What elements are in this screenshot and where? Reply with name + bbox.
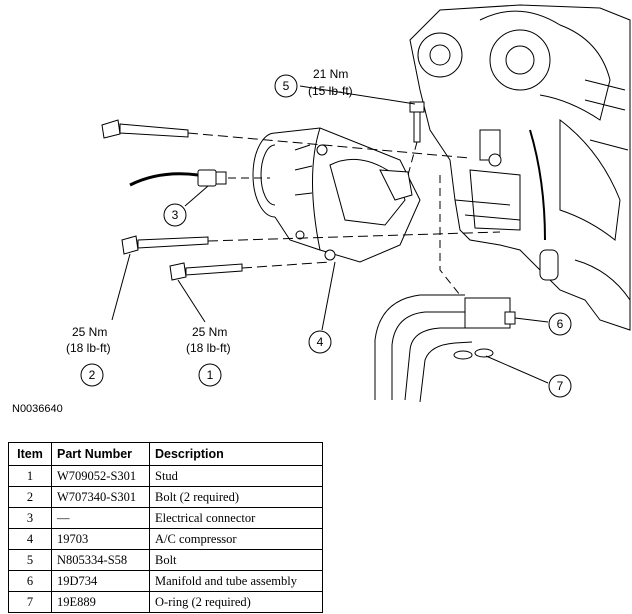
callout-5-number: 5 <box>283 79 290 93</box>
callout-6-number: 6 <box>557 317 564 331</box>
bolt-5-illustration <box>407 101 425 176</box>
callout-5: 5 21 Nm (15 lb-ft) <box>274 67 353 98</box>
cell-part-number: 19703 <box>51 528 150 550</box>
compressor-diagram: 5 21 Nm (15 lb-ft) 3 25 Nm (18 lb-ft) 2 … <box>66 4 631 403</box>
table-row: 6 19D734 Manifold and tube assembly <box>8 570 323 592</box>
cell-item: 5 <box>8 549 52 571</box>
cell-description: O-ring (2 required) <box>149 591 323 613</box>
table-row: 1 W709052-S301 Stud <box>8 465 323 487</box>
callout-1-torque-nm: 25 Nm <box>192 325 227 339</box>
table-row: 3 — Electrical connector <box>8 507 323 529</box>
callout-2-torque-nm: 25 Nm <box>72 325 107 339</box>
table-header-row: Item Part Number Description <box>8 442 323 466</box>
electrical-connector-illustration <box>129 169 270 187</box>
header-item: Item <box>8 442 52 466</box>
table-row: 7 19E889 O-ring (2 required) <box>8 591 323 613</box>
callout-4: 4 <box>308 330 332 354</box>
cell-description: Electrical connector <box>149 507 323 529</box>
stud-illustration <box>169 261 331 281</box>
callout-4-number: 4 <box>317 335 324 349</box>
table-row: 2 W707340-S301 Bolt (2 required) <box>8 486 323 508</box>
engine-block-illustration <box>409 4 631 331</box>
callout-1-torque-lbft: (18 lb-ft) <box>186 341 231 355</box>
callout-1: 25 Nm (18 lb-ft) 1 <box>186 325 231 387</box>
cell-description: Manifold and tube assembly <box>149 570 323 592</box>
cell-item: 3 <box>8 507 52 529</box>
cell-item: 2 <box>8 486 52 508</box>
cell-part-number: N805334-S58 <box>51 549 150 571</box>
cell-description: Bolt (2 required) <box>149 486 323 508</box>
callout-7-number: 7 <box>557 379 564 393</box>
callout-6: 6 <box>548 312 572 336</box>
table-row: 4 19703 A/C compressor <box>8 528 323 550</box>
cell-description: Stud <box>149 465 323 487</box>
bolt-top-illustration <box>101 119 471 159</box>
callout-5-torque-lbft: (15 lb-ft) <box>308 84 353 98</box>
manifold-tube-illustration <box>374 175 516 403</box>
callout-2-torque-lbft: (18 lb-ft) <box>66 341 111 355</box>
header-part-number: Part Number <box>51 442 150 466</box>
bolt-middle-illustration <box>121 231 501 255</box>
callout-1-number: 1 <box>207 368 214 382</box>
cell-part-number: — <box>51 507 150 529</box>
cell-item: 6 <box>8 570 52 592</box>
cell-item: 7 <box>8 591 52 613</box>
cell-part-number: W709052-S301 <box>51 465 150 487</box>
callout-5-torque-nm: 21 Nm <box>313 67 348 81</box>
callout-2: 25 Nm (18 lb-ft) 2 <box>66 325 111 387</box>
callout-3-number: 3 <box>172 208 179 222</box>
figure-id: N0036640 <box>12 403 63 415</box>
cell-description: A/C compressor <box>149 528 323 550</box>
cell-description: Bolt <box>149 549 323 571</box>
cell-part-number: 19D734 <box>51 570 150 592</box>
cell-part-number: 19E889 <box>51 591 150 613</box>
callout-2-number: 2 <box>89 368 96 382</box>
cell-item: 1 <box>8 465 52 487</box>
cell-part-number: W707340-S301 <box>51 486 150 508</box>
table-row: 5 N805334-S58 Bolt <box>8 549 323 571</box>
header-description: Description <box>149 442 323 466</box>
callout-3: 3 <box>163 203 187 227</box>
parts-table: Item Part Number Description 1 W709052-S… <box>8 442 323 613</box>
callout-7: 7 <box>548 374 572 398</box>
ac-compressor-illustration <box>252 127 421 263</box>
leader-lines <box>111 85 549 384</box>
cell-item: 4 <box>8 528 52 550</box>
